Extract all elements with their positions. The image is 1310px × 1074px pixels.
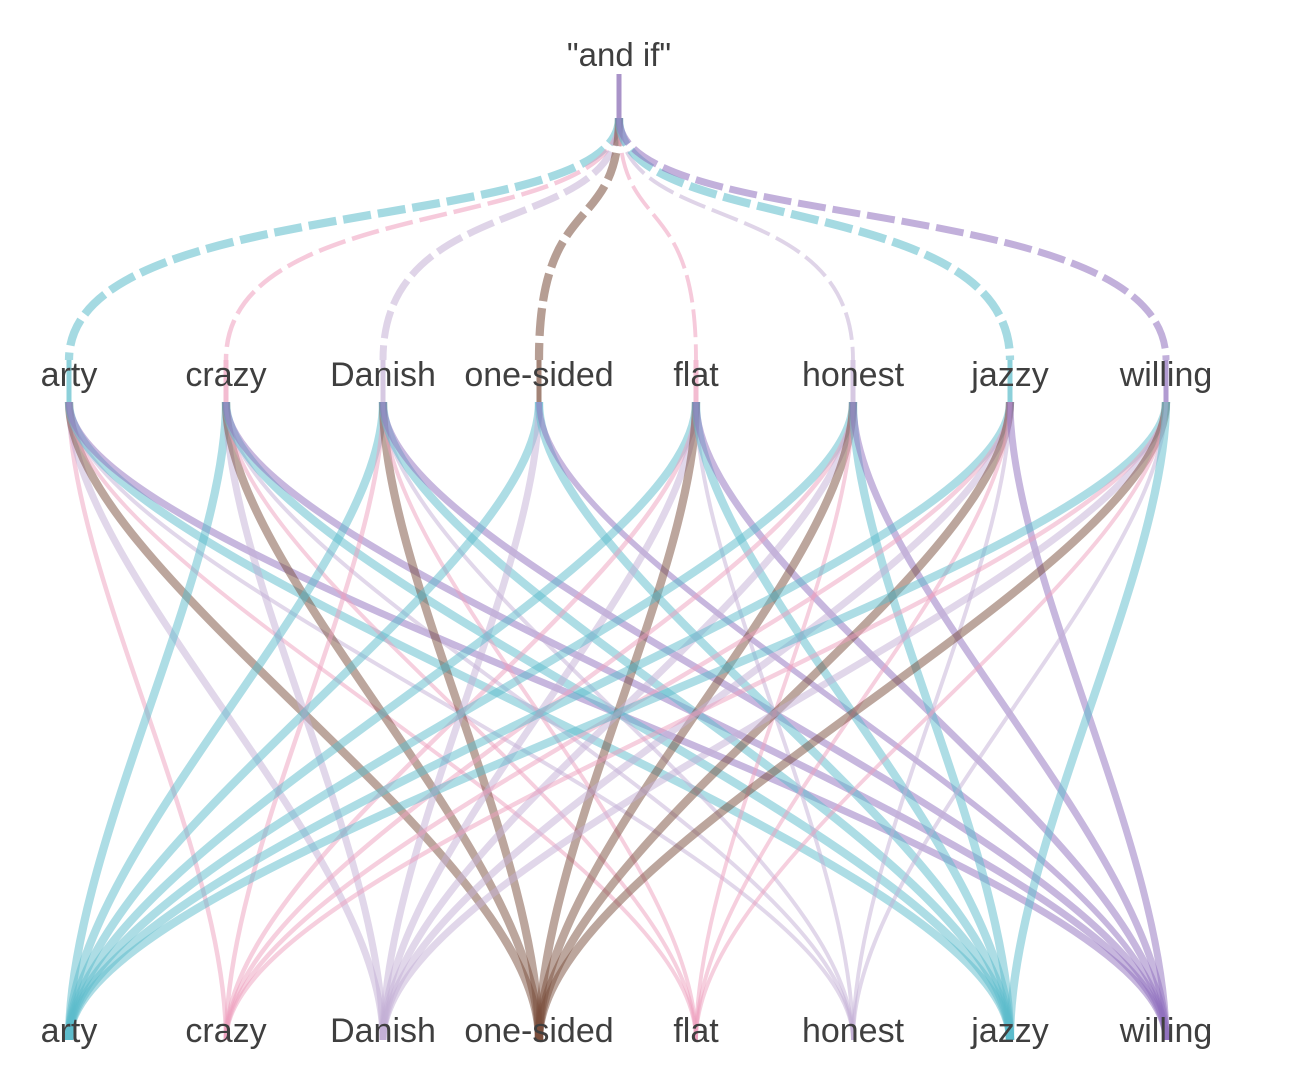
transition-links-layer — [64, 360, 1171, 1041]
transition-link-jazzy-to-arty[interactable] — [64, 401, 1015, 1041]
transition-link-crazy-to-arty[interactable] — [64, 401, 231, 1041]
transition-link-willing-to-one-sided[interactable] — [534, 401, 1171, 1041]
middle-label-danish[interactable]: Danish — [330, 356, 436, 394]
root-links-layer — [64, 74, 1170, 361]
bottom-label-flat[interactable]: flat — [673, 1012, 719, 1050]
transition-link-willing-to-crazy[interactable] — [223, 401, 1169, 1041]
middle-label-flat[interactable]: flat — [673, 356, 719, 394]
transition-link-willing-to-jazzy[interactable] — [1005, 401, 1171, 1041]
bottom-label-honest[interactable]: honest — [802, 1012, 905, 1050]
root-link-crazy[interactable] — [223, 117, 622, 361]
bottom-label-crazy[interactable]: crazy — [185, 1012, 266, 1050]
transition-link-willing-to-arty[interactable] — [64, 401, 1171, 1041]
root-link-arty[interactable] — [64, 117, 624, 361]
root-link-one-sided[interactable] — [534, 117, 624, 361]
transition-link-willing-to-flat[interactable] — [694, 401, 1168, 1041]
transition-link-danish-to-arty[interactable] — [64, 401, 388, 1041]
bottom-label-arty[interactable]: arty — [41, 1012, 98, 1050]
root-node-label[interactable]: "and if" — [567, 36, 671, 73]
transition-link-willing-to-danish[interactable] — [379, 401, 1170, 1041]
middle-label-crazy[interactable]: crazy — [185, 356, 266, 394]
root-link-danish[interactable] — [379, 117, 623, 361]
bottom-label-jazzy[interactable]: jazzy — [970, 1012, 1048, 1050]
root-link-flat[interactable] — [617, 117, 698, 361]
bottom-label-one-sided[interactable]: one-sided — [464, 1012, 613, 1050]
middle-label-arty[interactable]: arty — [41, 356, 98, 394]
bottom-label-danish[interactable]: Danish — [330, 1012, 436, 1050]
root-link-jazzy[interactable] — [614, 117, 1015, 361]
middle-label-willing[interactable]: willing — [1119, 356, 1213, 394]
root-link-willing[interactable] — [615, 117, 1170, 361]
transition-link-willing-to-honest[interactable] — [851, 401, 1168, 1041]
transition-link-flat-to-arty[interactable] — [64, 401, 701, 1041]
root-link-honest[interactable] — [617, 117, 855, 361]
middle-label-one-sided[interactable]: one-sided — [464, 356, 613, 394]
transition-link-one-sided-to-arty[interactable] — [64, 401, 544, 1041]
transition-link-honest-to-arty[interactable] — [64, 401, 858, 1041]
middle-label-jazzy[interactable]: jazzy — [970, 356, 1048, 394]
middle-label-honest[interactable]: honest — [802, 356, 905, 394]
bottom-label-willing[interactable]: willing — [1119, 1012, 1213, 1050]
